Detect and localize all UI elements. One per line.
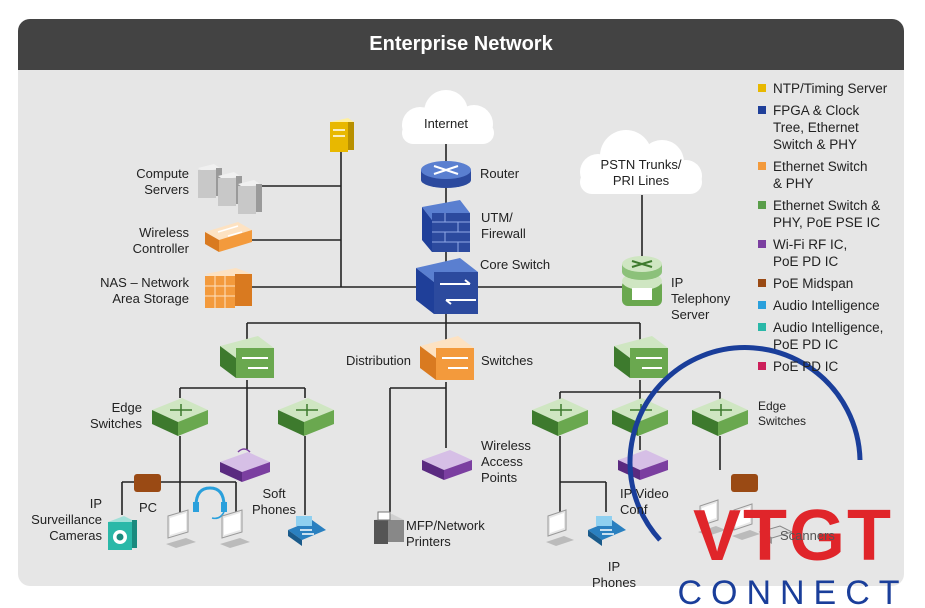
legend-label: Ethernet Switch & PHY, PoE PSE IC <box>773 198 881 230</box>
legend-label: FPGA & Clock Tree, Ethernet Switch & PHY <box>773 103 860 152</box>
ip-cameras-label: IP Surveillance Cameras <box>31 496 102 543</box>
legend-swatch <box>758 84 766 92</box>
legend-swatch <box>758 240 766 248</box>
router-icon <box>421 161 471 188</box>
edge-switch-icon <box>278 398 334 436</box>
edge-switches-right-label: Edge Switches <box>758 399 807 428</box>
legend-item: NTP/Timing Server <box>756 80 921 97</box>
pstn-cloud-icon <box>580 130 702 194</box>
pc-icon <box>220 509 250 548</box>
pc-icon <box>166 509 196 548</box>
legend-item: Ethernet Switch & PHY, PoE PSE IC <box>756 197 921 231</box>
legend-label: PoE Midspan <box>773 276 854 291</box>
edge-switch-icon <box>152 398 208 436</box>
diagram-title: Enterprise Network <box>18 19 904 70</box>
wireless-controller-icon <box>205 222 252 252</box>
legend-label: Ethernet Switch & PHY <box>773 159 868 191</box>
router-label: Router <box>480 166 520 181</box>
ip-video-label: IP Video Conf <box>620 486 669 517</box>
access-point-icon <box>220 448 270 482</box>
legend-item: Ethernet Switch & PHY <box>756 158 921 192</box>
core-switch-icon <box>416 258 478 314</box>
legend-swatch <box>758 279 766 287</box>
core-switch-label: Core Switch <box>480 257 551 272</box>
ip-phones-label: IP Phones <box>591 559 637 590</box>
nas-label: NAS – Network Area Storage <box>100 275 189 306</box>
ip-telephony-server-icon <box>622 256 662 306</box>
soft-phones-label: Soft Phones <box>251 486 297 517</box>
compute-servers-label: Compute Servers <box>136 166 189 197</box>
legend-label: PoE PD IC <box>773 359 839 374</box>
watermark-bottom-text: CONNECT <box>677 574 908 608</box>
pstn-label: PSTN Trunks/ PRI Lines <box>600 157 682 188</box>
legend-item: PoE Midspan <box>756 275 921 292</box>
distribution-switch-right-icon <box>614 336 668 378</box>
legend-swatch <box>758 362 766 370</box>
internet-cloud-icon <box>402 90 494 144</box>
distribution-switch-center-icon <box>420 336 474 380</box>
legend-item: PoE PD IC <box>756 358 921 375</box>
firewall-icon <box>422 200 470 252</box>
wireless-ap-label: Wireless Access Points <box>481 438 531 485</box>
legend-swatch <box>758 201 766 209</box>
access-point-icon <box>422 450 472 480</box>
nas-storage-icon <box>205 268 252 308</box>
legend-item: Audio Intelligence, PoE PD IC <box>756 319 921 353</box>
legend-swatch <box>758 323 766 331</box>
edge-switch-icon <box>532 398 588 436</box>
pc-icon <box>698 499 726 536</box>
legend-swatch <box>758 162 766 170</box>
legend-swatch <box>758 106 766 114</box>
headset-icon <box>193 486 227 520</box>
legend-label: Audio Intelligence, PoE PD IC <box>773 320 884 352</box>
ip-camera-icon <box>108 516 137 550</box>
switches-label: Switches <box>481 353 534 368</box>
vtgt-connect-logo: VTGT CONNECT <box>627 345 908 608</box>
legend-item: Wi-Fi RF IC, PoE PD IC <box>756 236 921 270</box>
edge-switch-icon <box>692 398 748 436</box>
ip-phone-icon <box>288 516 326 546</box>
watermark-top-text: VTGT <box>693 496 893 576</box>
pc-icon <box>546 509 574 546</box>
pc-label: PC <box>139 500 158 515</box>
scanners-label: Scanners <box>780 528 835 543</box>
legend-swatch <box>758 301 766 309</box>
pc-icon <box>732 503 760 540</box>
scanner-icon <box>758 525 794 544</box>
ip-phone-icon <box>588 516 626 546</box>
legend-label: Audio Intelligence <box>773 298 880 313</box>
poe-midspan-icon <box>731 474 758 492</box>
legend-label: Wi-Fi RF IC, PoE PD IC <box>773 237 848 269</box>
ip-telephony-label: IP Telephony Server <box>671 275 731 322</box>
connection-lines <box>121 142 721 520</box>
ntp-server-icon <box>330 118 354 152</box>
distribution-label: Distribution <box>345 353 411 368</box>
legend-item: FPGA & Clock Tree, Ethernet Switch & PHY <box>756 102 921 153</box>
legend-label: NTP/Timing Server <box>773 81 888 96</box>
wireless-controller-label: Wireless Controller <box>132 225 189 256</box>
poe-midspan-icon <box>134 474 161 492</box>
compute-servers-icon <box>198 164 262 214</box>
legend-item: Audio Intelligence <box>756 297 921 314</box>
internet-label: Internet <box>423 116 469 131</box>
printer-icon <box>374 511 404 544</box>
edge-switches-left-label: Edge Switches <box>89 400 142 431</box>
mfp-label: MFP/Network Printers <box>406 518 485 549</box>
utm-firewall-label: UTM/ Firewall <box>481 210 526 241</box>
distribution-switch-left-icon <box>220 336 274 378</box>
